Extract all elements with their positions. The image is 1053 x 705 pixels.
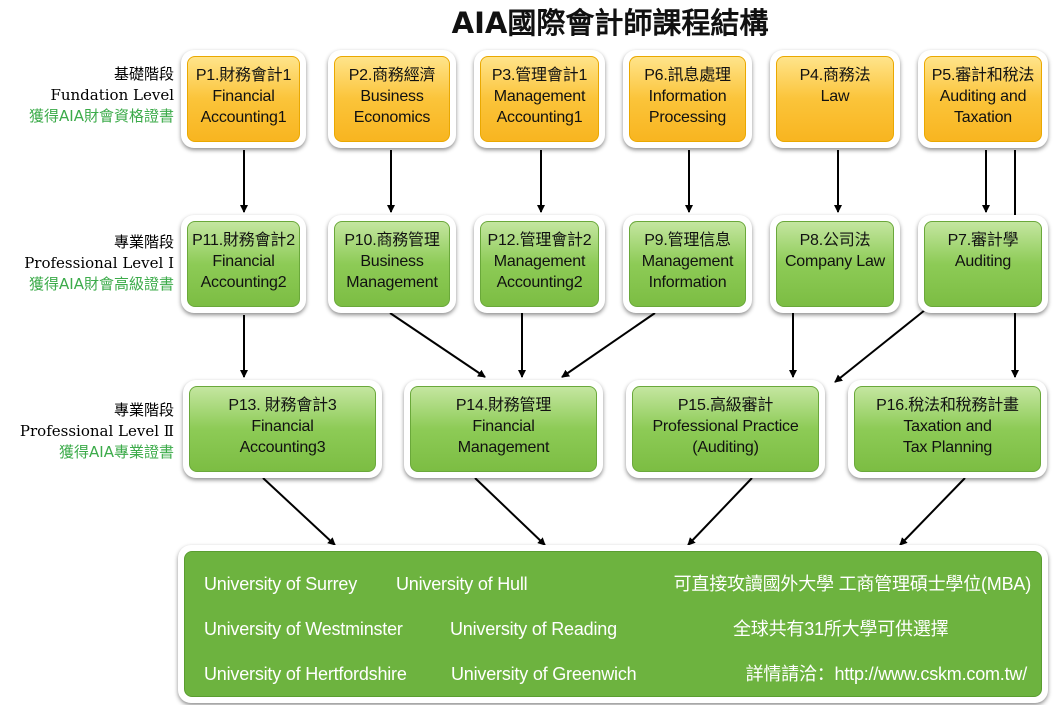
university: University of Reading (450, 619, 617, 639)
course-name: Accounting3 (239, 439, 326, 456)
note-count: 全球共有31所大學可供選擇 (733, 619, 949, 639)
course-name: Taxation and (903, 418, 992, 435)
level-professional-1: 專業階段 Professional Level Ⅰ 獲得AIA財會高級證書 (0, 232, 174, 295)
course-code: P10.商務管理 (344, 232, 440, 249)
course-name: Accounting2 (496, 274, 583, 291)
course-name: Management (641, 253, 734, 270)
level-cert: 獲得AIA財會高級證書 (29, 275, 174, 293)
course-name: Financial (251, 418, 314, 435)
level-cert: 獲得AIA財會資格證書 (29, 107, 174, 125)
note-mba: 可直接攻讀國外大學 工商管理碩士學位(MBA) (673, 574, 1032, 594)
course-p7: P7.審計學 Auditing (918, 215, 1048, 313)
course-code: P5.審計和稅法 (931, 67, 1035, 84)
universities-panel: University of Surrey University of Hull … (178, 545, 1048, 703)
level-zh: 基礎階段 (113, 65, 174, 83)
note-contact[interactable]: 詳情請洽：http://www.cskm.com.tw/ (745, 664, 1028, 684)
course-name: Management (346, 274, 438, 291)
course-code: P16.稅法和稅務計畫 (876, 397, 1019, 414)
course-name: Business (360, 88, 424, 105)
university: University of Surrey (204, 574, 358, 594)
course-name: Company Law (784, 253, 886, 270)
course-code: P13. 財務會計3 (228, 397, 337, 414)
level-en: Fundation Level (50, 86, 174, 104)
course-p4: P4.商務法 Law (770, 50, 900, 148)
level-en: Professional Level Ⅱ (19, 422, 174, 440)
course-name: Accounting2 (200, 274, 287, 291)
course-name: Management (493, 88, 586, 105)
course-code: P14.財務管理 (455, 397, 552, 414)
course-name: Information (648, 274, 727, 291)
course-name: Business (360, 253, 424, 270)
university: University of Westminster (204, 619, 403, 639)
course-code: P8.公司法 (799, 232, 871, 249)
course-p15: P15.高級審計 Professional Practice (Auditing) (626, 380, 825, 478)
course-name: Tax Planning (902, 439, 993, 456)
level-professional-2: 專業階段 Professional Level Ⅱ 獲得AIA專業證書 (0, 400, 174, 463)
course-code: P11.財務會計2 (192, 232, 295, 249)
level-en: Professional Level Ⅰ (24, 254, 174, 272)
course-name: Processing (648, 109, 727, 126)
course-name: Economics (353, 109, 431, 126)
course-name: Management (493, 253, 586, 270)
university: University of Greenwich (451, 664, 637, 684)
course-name: Taxation (954, 109, 1012, 126)
level-cert: 獲得AIA專業證書 (59, 443, 174, 461)
course-code: P9.管理信息 (644, 232, 731, 249)
course-code: P3.管理會計1 (491, 67, 588, 84)
course-name: Law (820, 88, 850, 105)
course-name: Auditing and (939, 88, 1027, 105)
course-code: P4.商務法 (799, 67, 871, 84)
level-foundation: 基礎階段 Fundation Level 獲得AIA財會資格證書 (0, 64, 174, 127)
university: University of Hull (396, 574, 528, 594)
level-zh: 專業階段 (113, 233, 174, 251)
course-name: Management (457, 439, 550, 456)
course-name: Financial (212, 253, 275, 270)
course-code: P7.審計學 (947, 232, 1019, 249)
course-code: P6.訊息處理 (644, 67, 731, 84)
course-code: P15.高級審計 (677, 397, 774, 414)
course-code: P2.商務經濟 (348, 67, 436, 84)
course-name: Professional Practice (652, 418, 799, 435)
page-title: AIA國際會計師課程結構 (451, 6, 769, 40)
course-name: Accounting1 (200, 109, 287, 126)
course-p8: P8.公司法 Company Law (770, 215, 900, 313)
course-name: Accounting1 (496, 109, 583, 126)
course-name: (Auditing) (692, 439, 759, 456)
university: University of Hertfordshire (204, 664, 407, 684)
course-name: Information (648, 88, 727, 105)
course-code: P12.管理會計2 (487, 232, 592, 249)
course-name: Financial (472, 418, 535, 435)
level-zh: 專業階段 (113, 401, 174, 419)
course-code: P1.財務會計1 (195, 67, 292, 84)
course-name: Financial (212, 88, 275, 105)
course-name: Auditing (954, 253, 1012, 270)
